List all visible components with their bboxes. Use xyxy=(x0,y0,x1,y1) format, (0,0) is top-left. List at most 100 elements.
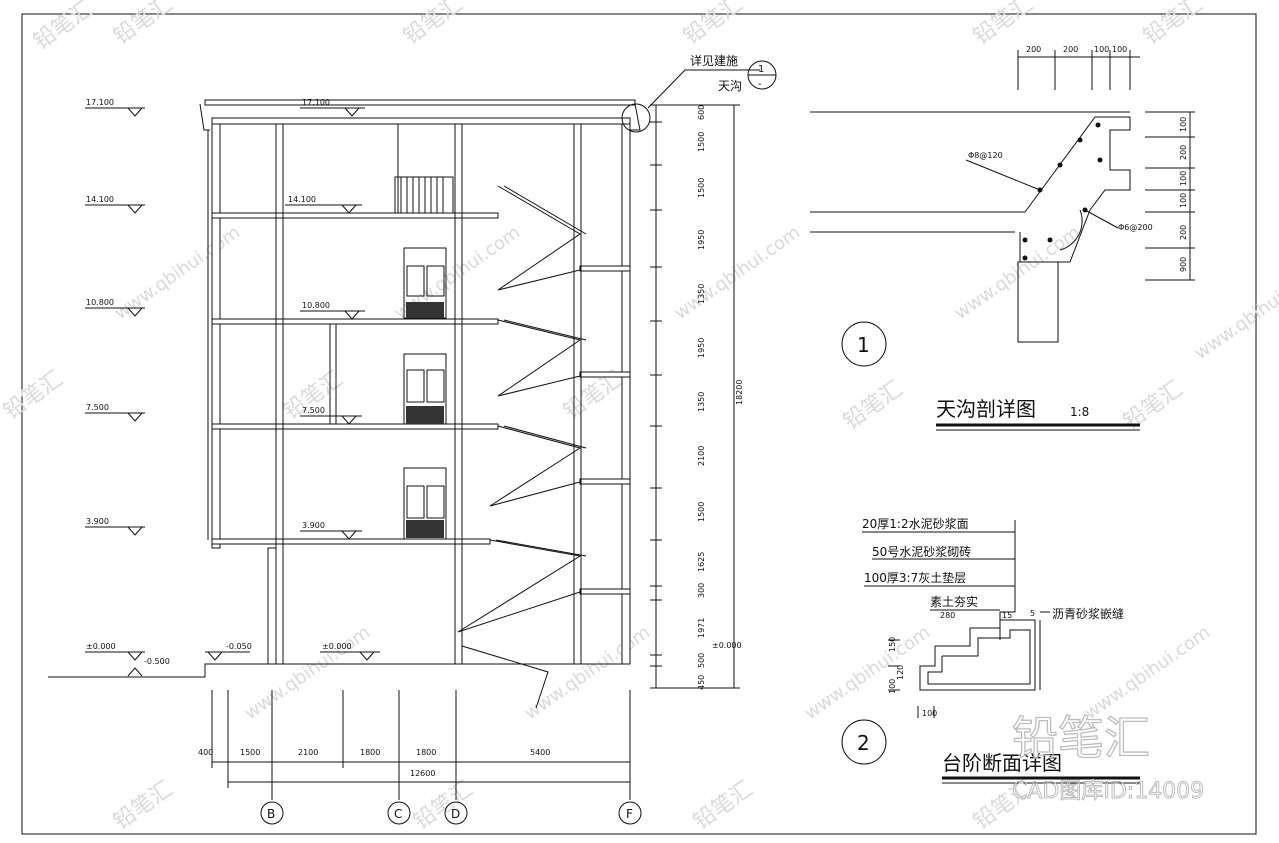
right-dim-ticks xyxy=(650,104,740,689)
door-1f xyxy=(403,467,447,540)
callout-den: - xyxy=(758,79,762,90)
gutter-right-dim-3: 100 xyxy=(1179,193,1188,208)
left-wall xyxy=(211,117,221,549)
watermark-cn: 铅笔汇 xyxy=(689,777,757,835)
watermark-cn: 铅笔汇 xyxy=(409,777,477,835)
watermark-cn: 铅笔汇 xyxy=(679,0,747,50)
stair-flights xyxy=(457,185,587,709)
svg-text:17.100: 17.100 xyxy=(302,98,330,107)
bottom-dim-3: 1800 xyxy=(360,748,380,757)
gutter-right-dim-1: 200 xyxy=(1179,145,1188,160)
landing-2 xyxy=(579,371,631,378)
svg-text:3.900: 3.900 xyxy=(302,521,325,530)
eave-left xyxy=(199,103,210,131)
landing-3 xyxy=(579,478,631,485)
door-2f xyxy=(403,353,447,425)
gutter-detail: 200 200 100 100 100 200 100 100 200 900 … xyxy=(810,45,1195,431)
detail-2-title: 台阶断面详图 xyxy=(942,751,1062,775)
step-dim-150: 150 xyxy=(888,637,897,652)
watermark-cn: 铅笔汇 xyxy=(839,377,907,435)
detail-1-number: 1 xyxy=(857,333,870,357)
right-dim-11: 1971 xyxy=(697,618,706,638)
svg-text:-0.500: -0.500 xyxy=(144,657,170,666)
detail-1-bubble xyxy=(841,321,887,367)
detail-1-title: 天沟剖详图 xyxy=(936,397,1036,421)
step-dim-120: 120 xyxy=(896,665,905,680)
watermark-url: www.qbihui.com xyxy=(671,222,804,324)
svg-text:7.500: 7.500 xyxy=(86,403,109,412)
step-dim-280: 280 xyxy=(940,611,955,620)
svg-text:3.900: 3.900 xyxy=(86,517,109,526)
id-watermark: CAD图库ID:14009 xyxy=(1012,779,1204,804)
inner-elevations: 17.100 14.100 10.800 7.500 3.900 ±0.000 … xyxy=(205,98,380,661)
watermark-url: www.qbihui.com xyxy=(1081,622,1214,724)
layer-2: 50号水泥砂浆砌砖 xyxy=(872,544,971,559)
ground-step xyxy=(204,663,272,677)
watermark-url: www.qbihui.com xyxy=(801,622,934,724)
bottom-dim-0: 400 xyxy=(198,748,213,757)
door-3f xyxy=(403,247,447,319)
floor-slab-2 xyxy=(211,538,491,545)
sheet-border xyxy=(21,13,1257,835)
right-dim-5: 1950 xyxy=(697,338,706,358)
svg-text:-0.050: -0.050 xyxy=(226,642,252,651)
gutter-right-dim-0: 100 xyxy=(1179,117,1188,132)
joint-label: 沥青砂浆嵌缝 xyxy=(1052,606,1124,621)
callout-num: 1 xyxy=(758,64,764,75)
watermark-url: www.qbihui.com xyxy=(521,622,654,724)
landing-1 xyxy=(579,265,631,272)
step-dim-15: 15 xyxy=(1002,611,1012,620)
right-dim-8: 1500 xyxy=(697,502,706,522)
total-height: 18200 xyxy=(735,380,744,405)
roof-stair-treads xyxy=(400,177,444,213)
landing-4 xyxy=(579,588,631,595)
callout-leader xyxy=(647,69,686,109)
watermark-cn: 铅笔汇 xyxy=(29,0,97,55)
right-dim-4: 1350 xyxy=(697,284,706,304)
step-dim-100a: 100 xyxy=(888,679,897,694)
step-detail: 20厚1:2水泥砂浆面 50号水泥砂浆砌砖 100厚3:7灰土垫层 素土夯实 沥… xyxy=(841,516,1140,784)
svg-text:10.800: 10.800 xyxy=(302,301,330,310)
roof-stair xyxy=(394,176,454,214)
step-dim-5: 5 xyxy=(1030,609,1035,618)
step-dim-100b: 100 xyxy=(922,709,937,718)
layer-4: 素土夯实 xyxy=(930,594,978,609)
watermark-cn: 铅笔汇 xyxy=(969,0,1037,50)
svg-text:14.100: 14.100 xyxy=(86,195,114,204)
right-dim-1: 1500 xyxy=(697,132,706,152)
layer-1: 20厚1:2水泥砂浆面 xyxy=(862,516,969,531)
watermark-cn: 铅笔汇 xyxy=(109,0,177,50)
watermark-url: www.qbihui.com xyxy=(951,222,1084,324)
axis-b: B xyxy=(267,807,275,821)
axis-bubbles: B C D F xyxy=(260,801,642,825)
bottom-dim-ticks xyxy=(211,690,631,800)
eave-right xyxy=(630,103,641,131)
callout-sub: 天沟 xyxy=(718,79,742,93)
rebar-label-1: Φ8@120 xyxy=(968,151,1003,160)
watermark-cn: 铅笔汇 xyxy=(0,367,68,425)
svg-text:10.800: 10.800 xyxy=(86,298,114,307)
detail-1-scale: 1:8 xyxy=(1070,405,1089,419)
svg-text:14.100: 14.100 xyxy=(288,195,316,204)
floor-slab-5 xyxy=(211,212,499,219)
bottom-dim-4: 1800 xyxy=(416,748,436,757)
axis-d: D xyxy=(451,807,460,821)
right-dim-12: 500 xyxy=(697,653,706,668)
right-dim-10: 300 xyxy=(697,583,706,598)
callout-circle xyxy=(621,103,651,133)
gutter-top-dim-0: 200 xyxy=(1026,45,1041,54)
detail-2-number: 2 xyxy=(857,731,870,755)
svg-text:±0.000: ±0.000 xyxy=(322,642,352,651)
right-dim-9: 1625 xyxy=(697,552,706,572)
right-dim-6: 1350 xyxy=(697,392,706,412)
rebar-label-2: Φ6@200 xyxy=(1118,223,1153,232)
gutter-right-dim-5: 900 xyxy=(1179,257,1188,272)
gutter-right-dim-2: 100 xyxy=(1179,171,1188,186)
layer-3: 100厚3:7灰土垫层 xyxy=(864,570,966,585)
gutter-top-dim-1: 200 xyxy=(1063,45,1078,54)
bottom-dim-1: 1500 xyxy=(240,748,260,757)
svg-text:7.500: 7.500 xyxy=(302,406,325,415)
gutter-right-dim-4: 200 xyxy=(1179,225,1188,240)
right-dim-2: 1500 xyxy=(697,178,706,198)
